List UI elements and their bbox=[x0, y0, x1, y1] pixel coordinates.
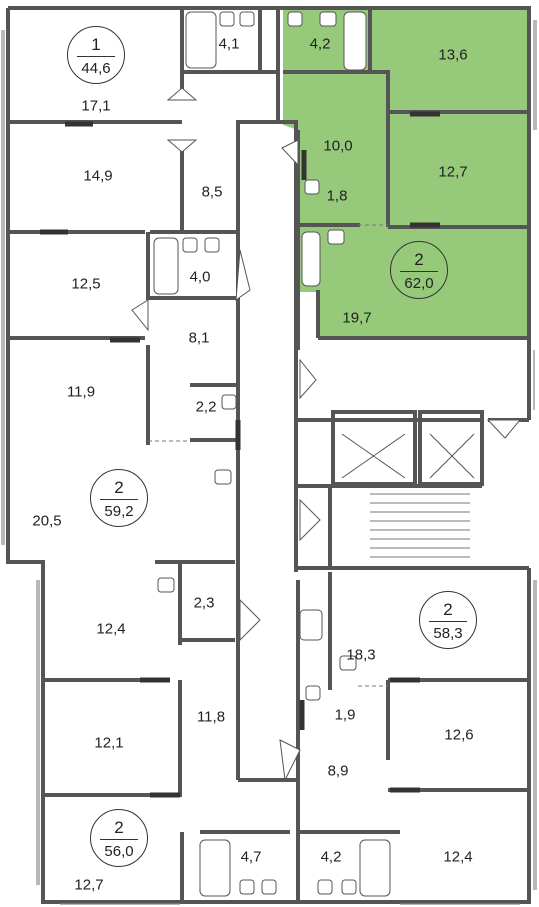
badge-divider bbox=[100, 839, 138, 840]
room-area-4-1: 4,1 bbox=[218, 35, 240, 53]
room-area-12-7-bottom: 12,7 bbox=[74, 876, 104, 894]
room-area-14-9: 14,9 bbox=[83, 167, 113, 185]
apartment-badge-2-62-0[interactable]: 2 62,0 bbox=[390, 241, 448, 299]
door-swings bbox=[131, 87, 522, 782]
room-area-13-6: 13,6 bbox=[438, 46, 468, 64]
room-area-10-0: 10,0 bbox=[323, 137, 353, 155]
room-area-4-2-top: 4,2 bbox=[309, 35, 331, 53]
apartment-rooms-count: 2 bbox=[443, 600, 453, 619]
highlighted-apartment-fill[interactable] bbox=[283, 8, 529, 338]
room-area-2-3: 2,3 bbox=[193, 594, 215, 612]
apartment-rooms-count: 1 bbox=[91, 35, 101, 54]
apartment-badge-2-56-0[interactable]: 2 56,0 bbox=[90, 809, 148, 867]
apartment-total-area: 58,3 bbox=[433, 625, 463, 642]
room-area-4-7: 4,7 bbox=[240, 848, 262, 866]
room-area-12-1: 12,1 bbox=[94, 734, 124, 752]
room-area-12-4-left: 12,4 bbox=[96, 620, 126, 638]
zone-dashes bbox=[148, 224, 388, 687]
badge-divider bbox=[100, 499, 138, 500]
badge-divider bbox=[400, 271, 438, 272]
badge-divider bbox=[429, 621, 467, 622]
apartment-badge-2-58-3[interactable]: 2 58,3 bbox=[419, 591, 477, 649]
apartment-total-area: 59,2 bbox=[104, 503, 134, 520]
room-area-1-9: 1,9 bbox=[334, 706, 356, 724]
room-area-4-0: 4,0 bbox=[189, 268, 211, 286]
walls bbox=[6, 6, 531, 904]
apartment-rooms-count: 2 bbox=[414, 250, 424, 269]
room-area-19-7: 19,7 bbox=[342, 309, 372, 327]
room-area-11-8: 11,8 bbox=[196, 708, 226, 726]
room-area-1-8: 1,8 bbox=[326, 187, 348, 205]
room-area-17-1: 17,1 bbox=[81, 97, 111, 115]
apartment-rooms-count: 2 bbox=[114, 818, 124, 837]
room-area-12-6: 12,6 bbox=[444, 726, 474, 744]
badge-divider bbox=[77, 56, 115, 57]
room-area-12-7-green: 12,7 bbox=[438, 163, 468, 181]
room-area-8-9: 8,9 bbox=[327, 762, 349, 780]
room-area-2-2: 2,2 bbox=[195, 398, 217, 416]
room-area-18-3: 18,3 bbox=[346, 646, 376, 664]
elevator-shafts bbox=[341, 433, 475, 479]
stairs bbox=[370, 493, 470, 558]
room-area-12-5: 12,5 bbox=[71, 275, 101, 293]
apartment-badge-2-59-2[interactable]: 2 59,2 bbox=[90, 469, 148, 527]
door-bars bbox=[40, 111, 440, 798]
windows bbox=[1, 20, 537, 905]
apartment-total-area: 62,0 bbox=[404, 275, 434, 292]
fixtures bbox=[153, 11, 391, 897]
apartment-total-area: 56,0 bbox=[104, 843, 134, 860]
room-area-8-1: 8,1 bbox=[188, 329, 210, 347]
apartment-rooms-count: 2 bbox=[114, 478, 124, 497]
room-area-12-4-right: 12,4 bbox=[443, 848, 473, 866]
room-area-11-9: 11,9 bbox=[66, 383, 96, 401]
apartment-badge-1-44-6[interactable]: 1 44,6 bbox=[67, 26, 125, 84]
room-area-20-5: 20,5 bbox=[32, 512, 62, 530]
room-area-8-5: 8,5 bbox=[201, 183, 223, 201]
room-area-4-2-bottom: 4,2 bbox=[320, 848, 342, 866]
apartment-total-area: 44,6 bbox=[81, 60, 111, 77]
